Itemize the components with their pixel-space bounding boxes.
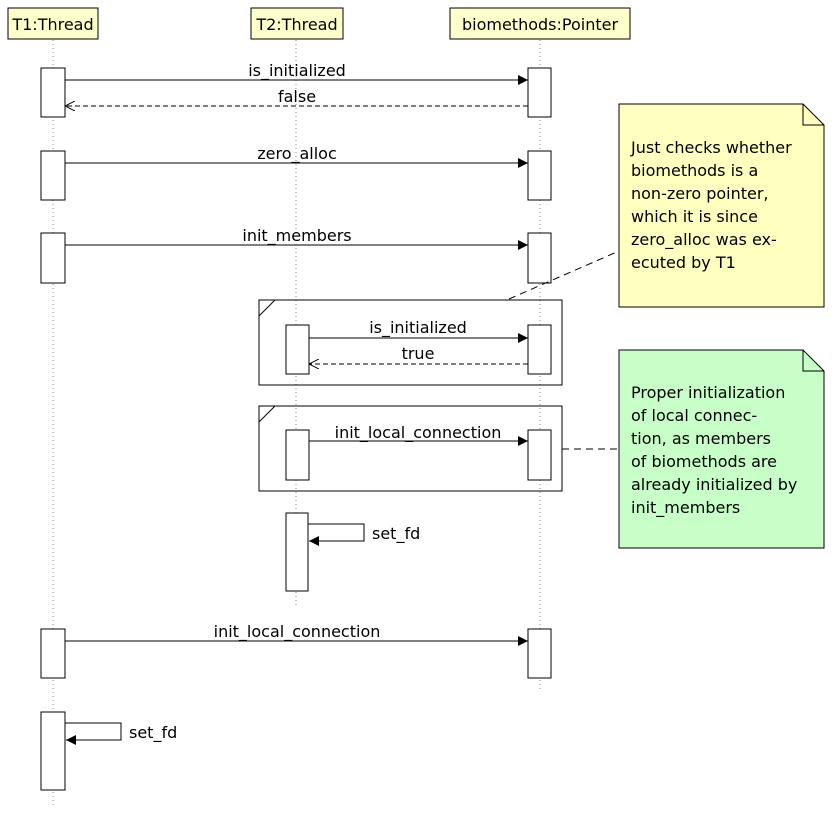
participant-t2-label: T2:Thread — [255, 15, 337, 34]
activation-t1 — [40, 628, 66, 679]
activation-bio — [527, 232, 552, 284]
activation-t1 — [40, 67, 66, 118]
activation-bio — [527, 429, 552, 481]
message-label: set_fd — [372, 524, 420, 544]
participant-biomethods: biomethods:Pointer — [449, 7, 631, 40]
fragment-2 — [258, 405, 563, 492]
note-connector-yellow — [508, 250, 620, 300]
participant-t1: T1:Thread — [7, 7, 99, 40]
message-set-fd-t1: set_fd — [65, 722, 177, 745]
note-green: Proper initialization of local connec- t… — [618, 349, 825, 549]
message-label: set_fd — [129, 723, 177, 743]
activation-t2 — [285, 512, 309, 592]
activation-t1 — [40, 232, 66, 284]
activation-t2 — [285, 324, 310, 375]
participant-biomethods-label: biomethods:Pointer — [462, 15, 618, 34]
participant-t2: T2:Thread — [250, 7, 344, 40]
message-label: zero_alloc — [257, 144, 337, 164]
fragment-1 — [258, 299, 563, 386]
activation-t1 — [40, 711, 66, 791]
note-yellow-text: Just checks whether biomethods is a non-… — [630, 138, 797, 272]
message-label: true — [402, 344, 435, 363]
message-return-false: false — [65, 87, 528, 106]
message-is-initialized-t2: is_initialized — [309, 318, 528, 343]
message-set-fd-t2: set_fd — [308, 523, 420, 546]
message-return-true: true — [309, 344, 528, 364]
activation-bio — [527, 67, 552, 118]
message-is-initialized: is_initialized — [65, 61, 528, 85]
message-label: init_local_connection — [214, 622, 381, 642]
note-yellow: Just checks whether biomethods is a non-… — [618, 103, 825, 308]
activation-t2 — [285, 429, 310, 481]
message-init-members: init_members — [65, 226, 528, 250]
message-label: init_members — [242, 226, 351, 246]
activation-bio — [527, 324, 552, 375]
activation-bio — [527, 150, 552, 201]
note-green-text: Proper initialization of local connec- t… — [631, 383, 802, 518]
message-init-local-connection-t1: init_local_connection — [65, 622, 528, 646]
message-label: init_local_connection — [335, 423, 502, 443]
message-label: is_initialized — [248, 61, 346, 81]
message-label: is_initialized — [369, 318, 467, 338]
message-zero-alloc: zero_alloc — [65, 144, 528, 168]
activation-t1 — [40, 150, 66, 201]
activation-bio — [527, 628, 552, 679]
message-init-local-connection-t2: init_local_connection — [309, 423, 528, 446]
message-label: false — [278, 87, 316, 106]
participant-t1-label: T1:Thread — [11, 15, 93, 34]
